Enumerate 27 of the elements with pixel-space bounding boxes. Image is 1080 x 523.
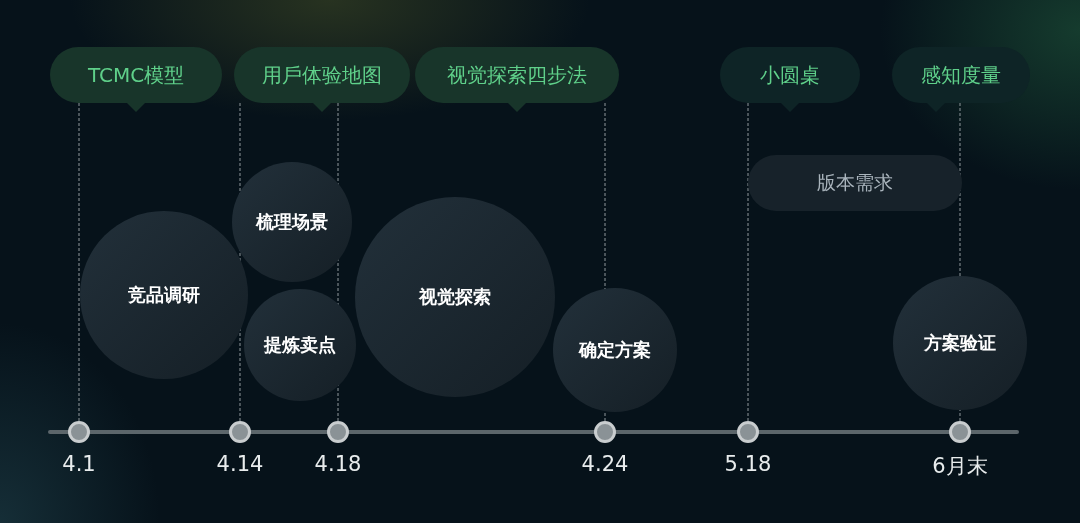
dashed-leader-line	[747, 102, 749, 422]
node-label: 视觉探索四步法	[447, 61, 587, 89]
node-label: 视觉探索	[419, 285, 491, 309]
timeline-dot	[594, 421, 616, 443]
timeline-dot	[68, 421, 90, 443]
timeline-dot	[327, 421, 349, 443]
node-label: 确定方案	[579, 338, 651, 362]
node-label: 梳理场景	[256, 210, 328, 234]
node-label: 感知度量	[921, 61, 1001, 89]
node-label: TCMC模型	[87, 61, 185, 89]
node-label: 版本需求	[817, 170, 893, 195]
date-label: 4.1	[62, 452, 96, 476]
node-label: 方案验证	[924, 331, 996, 355]
date-label: 4.18	[314, 452, 362, 476]
timeline-dot	[229, 421, 251, 443]
timeline-dot	[949, 421, 971, 443]
timeline-dot	[737, 421, 759, 443]
node-label: 提炼卖点	[264, 333, 336, 357]
date-label: 5.18	[724, 452, 772, 476]
date-label: 4.24	[581, 452, 629, 476]
dashed-leader-line	[78, 102, 80, 422]
node-label: 小圆桌	[760, 61, 820, 89]
node-label: 用戶体验地图	[262, 61, 382, 89]
date-label: 6月末	[932, 453, 988, 480]
pill-box	[748, 155, 962, 211]
node-label: 竞品调研	[128, 283, 200, 307]
date-label: 4.14	[216, 452, 264, 476]
